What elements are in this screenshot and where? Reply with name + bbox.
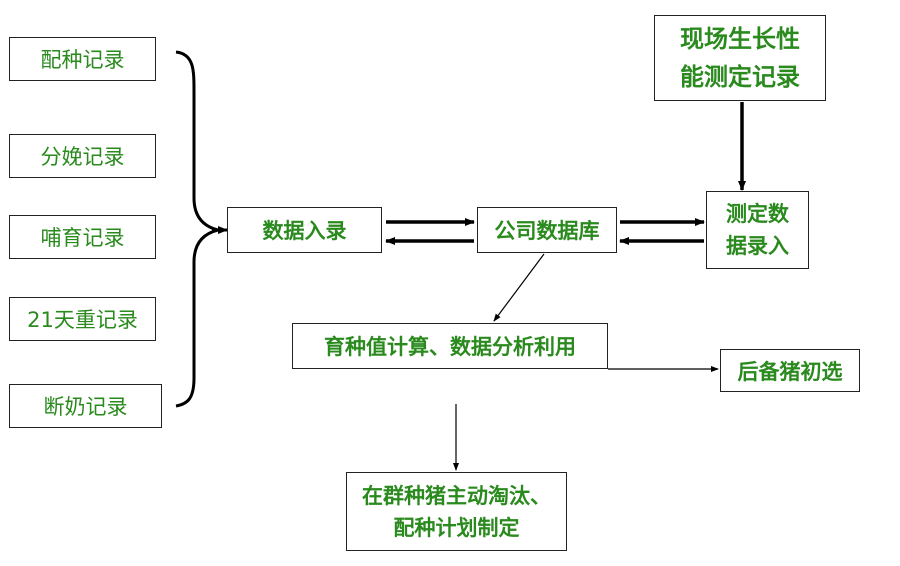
left-brace	[175, 50, 219, 408]
record-label: 分娩记录	[40, 145, 125, 169]
record-label: 配种记录	[40, 48, 125, 72]
record-box-mating: 配种记录	[9, 37, 156, 81]
field-measure-box: 现场生长性 能测定记录	[654, 15, 826, 101]
record-label: 哺育记录	[40, 226, 125, 250]
reserve-select-label: 后备猪初选	[737, 359, 843, 384]
record-box-weaning: 断奶记录	[9, 384, 162, 428]
data-entry-box: 数据入录	[227, 207, 382, 253]
breeding-calc-box: 育种值计算、数据分析利用	[292, 323, 608, 369]
measure-input-line-2: 据录入	[726, 234, 789, 258]
record-box-21day-weight: 21天重记录	[9, 297, 156, 341]
measure-input-box: 测定数 据录入	[706, 191, 809, 269]
field-measure-line-2: 能测定记录	[680, 63, 800, 91]
cull-plan-line-2: 配种计划制定	[393, 515, 520, 540]
record-box-nursing: 哺育记录	[9, 215, 156, 259]
reserve-select-box: 后备猪初选	[720, 349, 860, 392]
data-entry-label: 数据入录	[262, 219, 347, 243]
cull-plan-box: 在群种猪主动淘汰、 配种计划制定	[346, 472, 567, 551]
breeding-calc-label: 育种值计算、数据分析利用	[324, 335, 576, 359]
db-to-calc-arrow	[493, 253, 545, 322]
company-database-box: 公司数据库	[477, 207, 617, 253]
measure-input-line-1: 测定数	[726, 202, 789, 226]
field-measure-line-1: 现场生长性	[680, 25, 800, 53]
cull-plan-line-1: 在群种猪主动淘汰、	[362, 483, 551, 508]
record-label: 断奶记录	[43, 395, 128, 419]
record-label: 21天重记录	[27, 308, 138, 332]
record-box-farrowing: 分娩记录	[9, 134, 156, 178]
company-database-label: 公司数据库	[494, 219, 600, 243]
